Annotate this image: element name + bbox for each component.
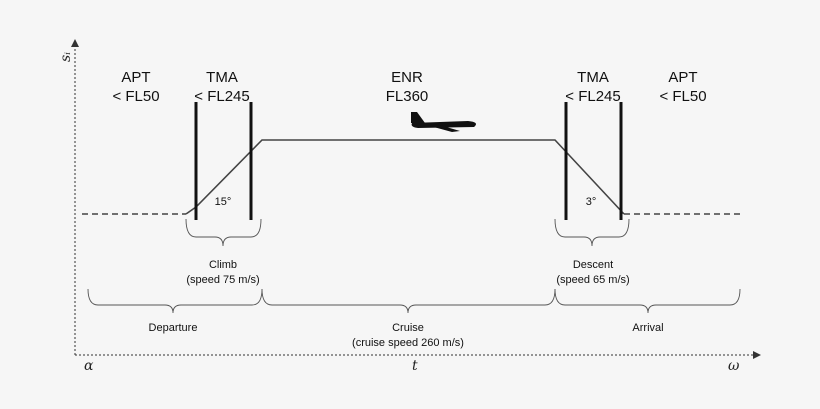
tma-right-limit: < FL245 (565, 88, 620, 105)
cruise-brace (261, 288, 556, 314)
x-axis-end-symbol: ω (728, 358, 740, 374)
apt-right-limit: < FL50 (659, 88, 706, 105)
flight-path (185, 139, 625, 215)
tma-left-name: TMA (206, 69, 238, 86)
x-axis-start-symbol: α (84, 358, 94, 374)
arrival-label: Arrival (632, 322, 663, 334)
climb-detail: (speed 75 m/s) (186, 274, 259, 286)
arrival-brace (554, 288, 741, 314)
climb-brace (185, 218, 262, 247)
departure-label: Departure (149, 322, 198, 334)
descent-label: Descent (573, 259, 613, 271)
apt-right-name: APT (668, 69, 697, 86)
apt-left-name: APT (121, 69, 150, 86)
enr-name: ENR (391, 69, 423, 86)
departure-brace (87, 288, 263, 314)
cruise-label: Cruise (392, 322, 424, 334)
cruise-detail: (cruise speed 260 m/s) (352, 337, 464, 349)
y-axis-symbol: sᵢ (58, 52, 74, 62)
climb-angle: 15° (215, 196, 232, 208)
descent-angle: 3° (586, 196, 597, 208)
descent-brace (554, 218, 630, 247)
apt-left-limit: < FL50 (112, 88, 159, 105)
climb-label: Climb (209, 259, 237, 271)
x-axis-symbol: t (412, 358, 418, 374)
airplane-icon (411, 112, 476, 132)
descent-detail: (speed 65 m/s) (556, 274, 629, 286)
tma-left-limit: < FL245 (194, 88, 249, 105)
enr-limit: FL360 (386, 88, 429, 105)
tma-right-name: TMA (577, 69, 609, 86)
